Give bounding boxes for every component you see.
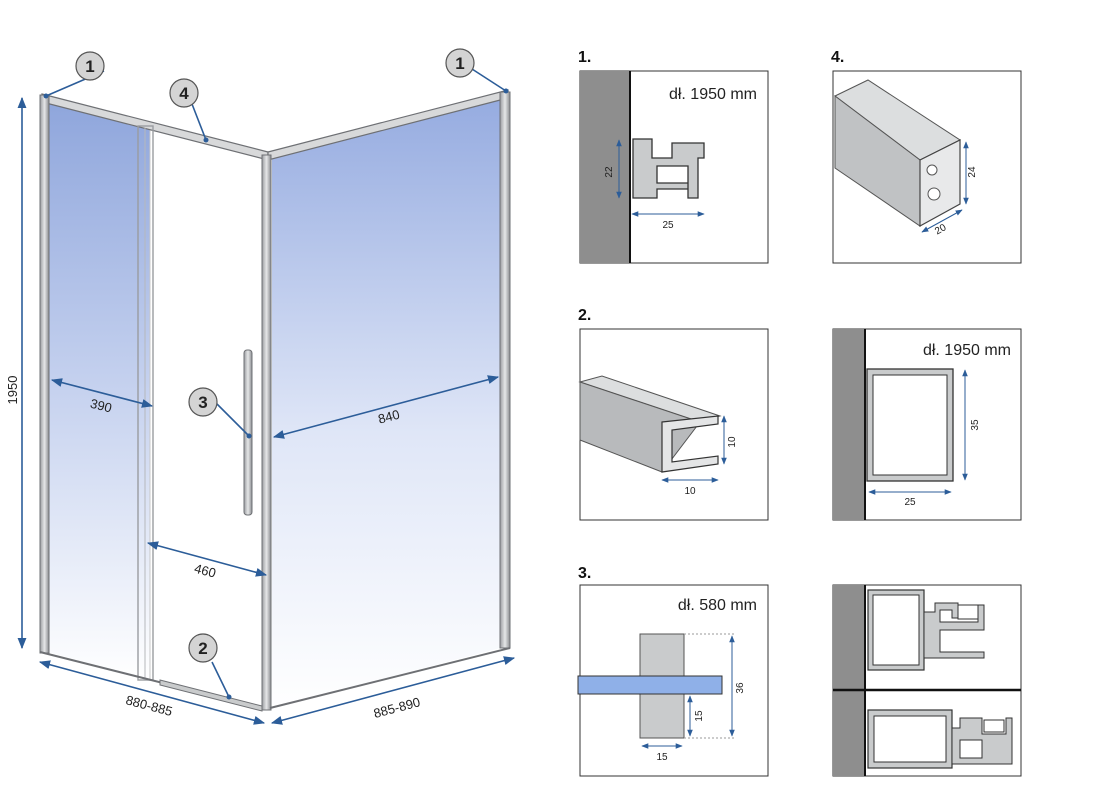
svg-text:4: 4	[179, 84, 189, 103]
door-handle	[243, 349, 253, 516]
profile-3-dim-total: 36	[735, 682, 746, 694]
profile-4-panel: 24 20	[832, 70, 1022, 264]
profile-5-panel: dł. 1950 mm 35 25	[832, 328, 1022, 521]
callout-4: 4	[169, 78, 199, 108]
profile-1-dim-width: 25	[662, 220, 674, 231]
u-channel-end-face	[661, 415, 719, 473]
callout-1-left: 1	[75, 51, 105, 81]
side-width-label: 885-890	[372, 694, 422, 721]
profile-3-dim-lower: 15	[694, 710, 705, 722]
profile-4-dim-width: 20	[933, 222, 949, 237]
profile-3-dim-width: 15	[656, 752, 668, 763]
wall-section	[833, 585, 865, 776]
fixed-panel-label: 390	[89, 396, 114, 416]
profile-2-number: 2.	[578, 307, 591, 324]
callout-1-right: 1	[445, 48, 475, 78]
profile-1-dim-height: 22	[604, 166, 615, 178]
door-opening-label: 460	[193, 561, 218, 581]
profile-6-panel	[832, 584, 1022, 777]
corner-post	[261, 154, 272, 711]
glass-strip	[577, 675, 723, 695]
profile-1-panel: dł. 1950 mm 22 25	[579, 70, 769, 264]
wall-section	[833, 329, 865, 520]
top-rail-end-face	[919, 139, 961, 228]
profile-5-dim-height: 35	[970, 419, 981, 431]
profile-5-length: dł. 1950 mm	[923, 342, 1011, 359]
fixed-panel-dimension-line	[50, 378, 154, 408]
callout-2: 2	[188, 633, 218, 663]
profile-4-number: 4.	[831, 49, 844, 66]
profile-3-number: 3.	[578, 565, 591, 582]
side-width-dimension-line	[270, 656, 516, 725]
profile-1-number: 1.	[578, 49, 591, 66]
side-glass-panel	[272, 96, 500, 708]
profile-2-panel: 10 10	[578, 328, 769, 521]
profile-2-dim-width: 10	[684, 486, 696, 497]
front-width-dimension-line	[38, 660, 266, 725]
profile-2-dim-height: 10	[727, 436, 738, 448]
profile-3-length: dł. 580 mm	[678, 597, 757, 614]
profile-4-dim-height: 24	[967, 166, 978, 178]
side-panel-dimension-line	[272, 375, 500, 439]
svg-text:3: 3	[198, 393, 207, 412]
wall-profile-cross-section	[632, 138, 705, 199]
height-label: 1950	[5, 376, 20, 405]
svg-text:1: 1	[85, 57, 94, 76]
profile-1-length: dł. 1950 mm	[669, 86, 757, 103]
left-wall-profile	[39, 94, 50, 654]
side-panel-label: 840	[376, 407, 401, 427]
profile-5-dim-width: 25	[904, 497, 916, 508]
right-wall-profile	[499, 91, 511, 649]
door-opening-dimension-line	[146, 541, 268, 577]
callout-3: 3	[188, 387, 218, 417]
svg-text:2: 2	[198, 639, 207, 658]
svg-text:1: 1	[455, 54, 464, 73]
profile-3-panel: dł. 580 mm 36 15 15	[577, 584, 769, 777]
